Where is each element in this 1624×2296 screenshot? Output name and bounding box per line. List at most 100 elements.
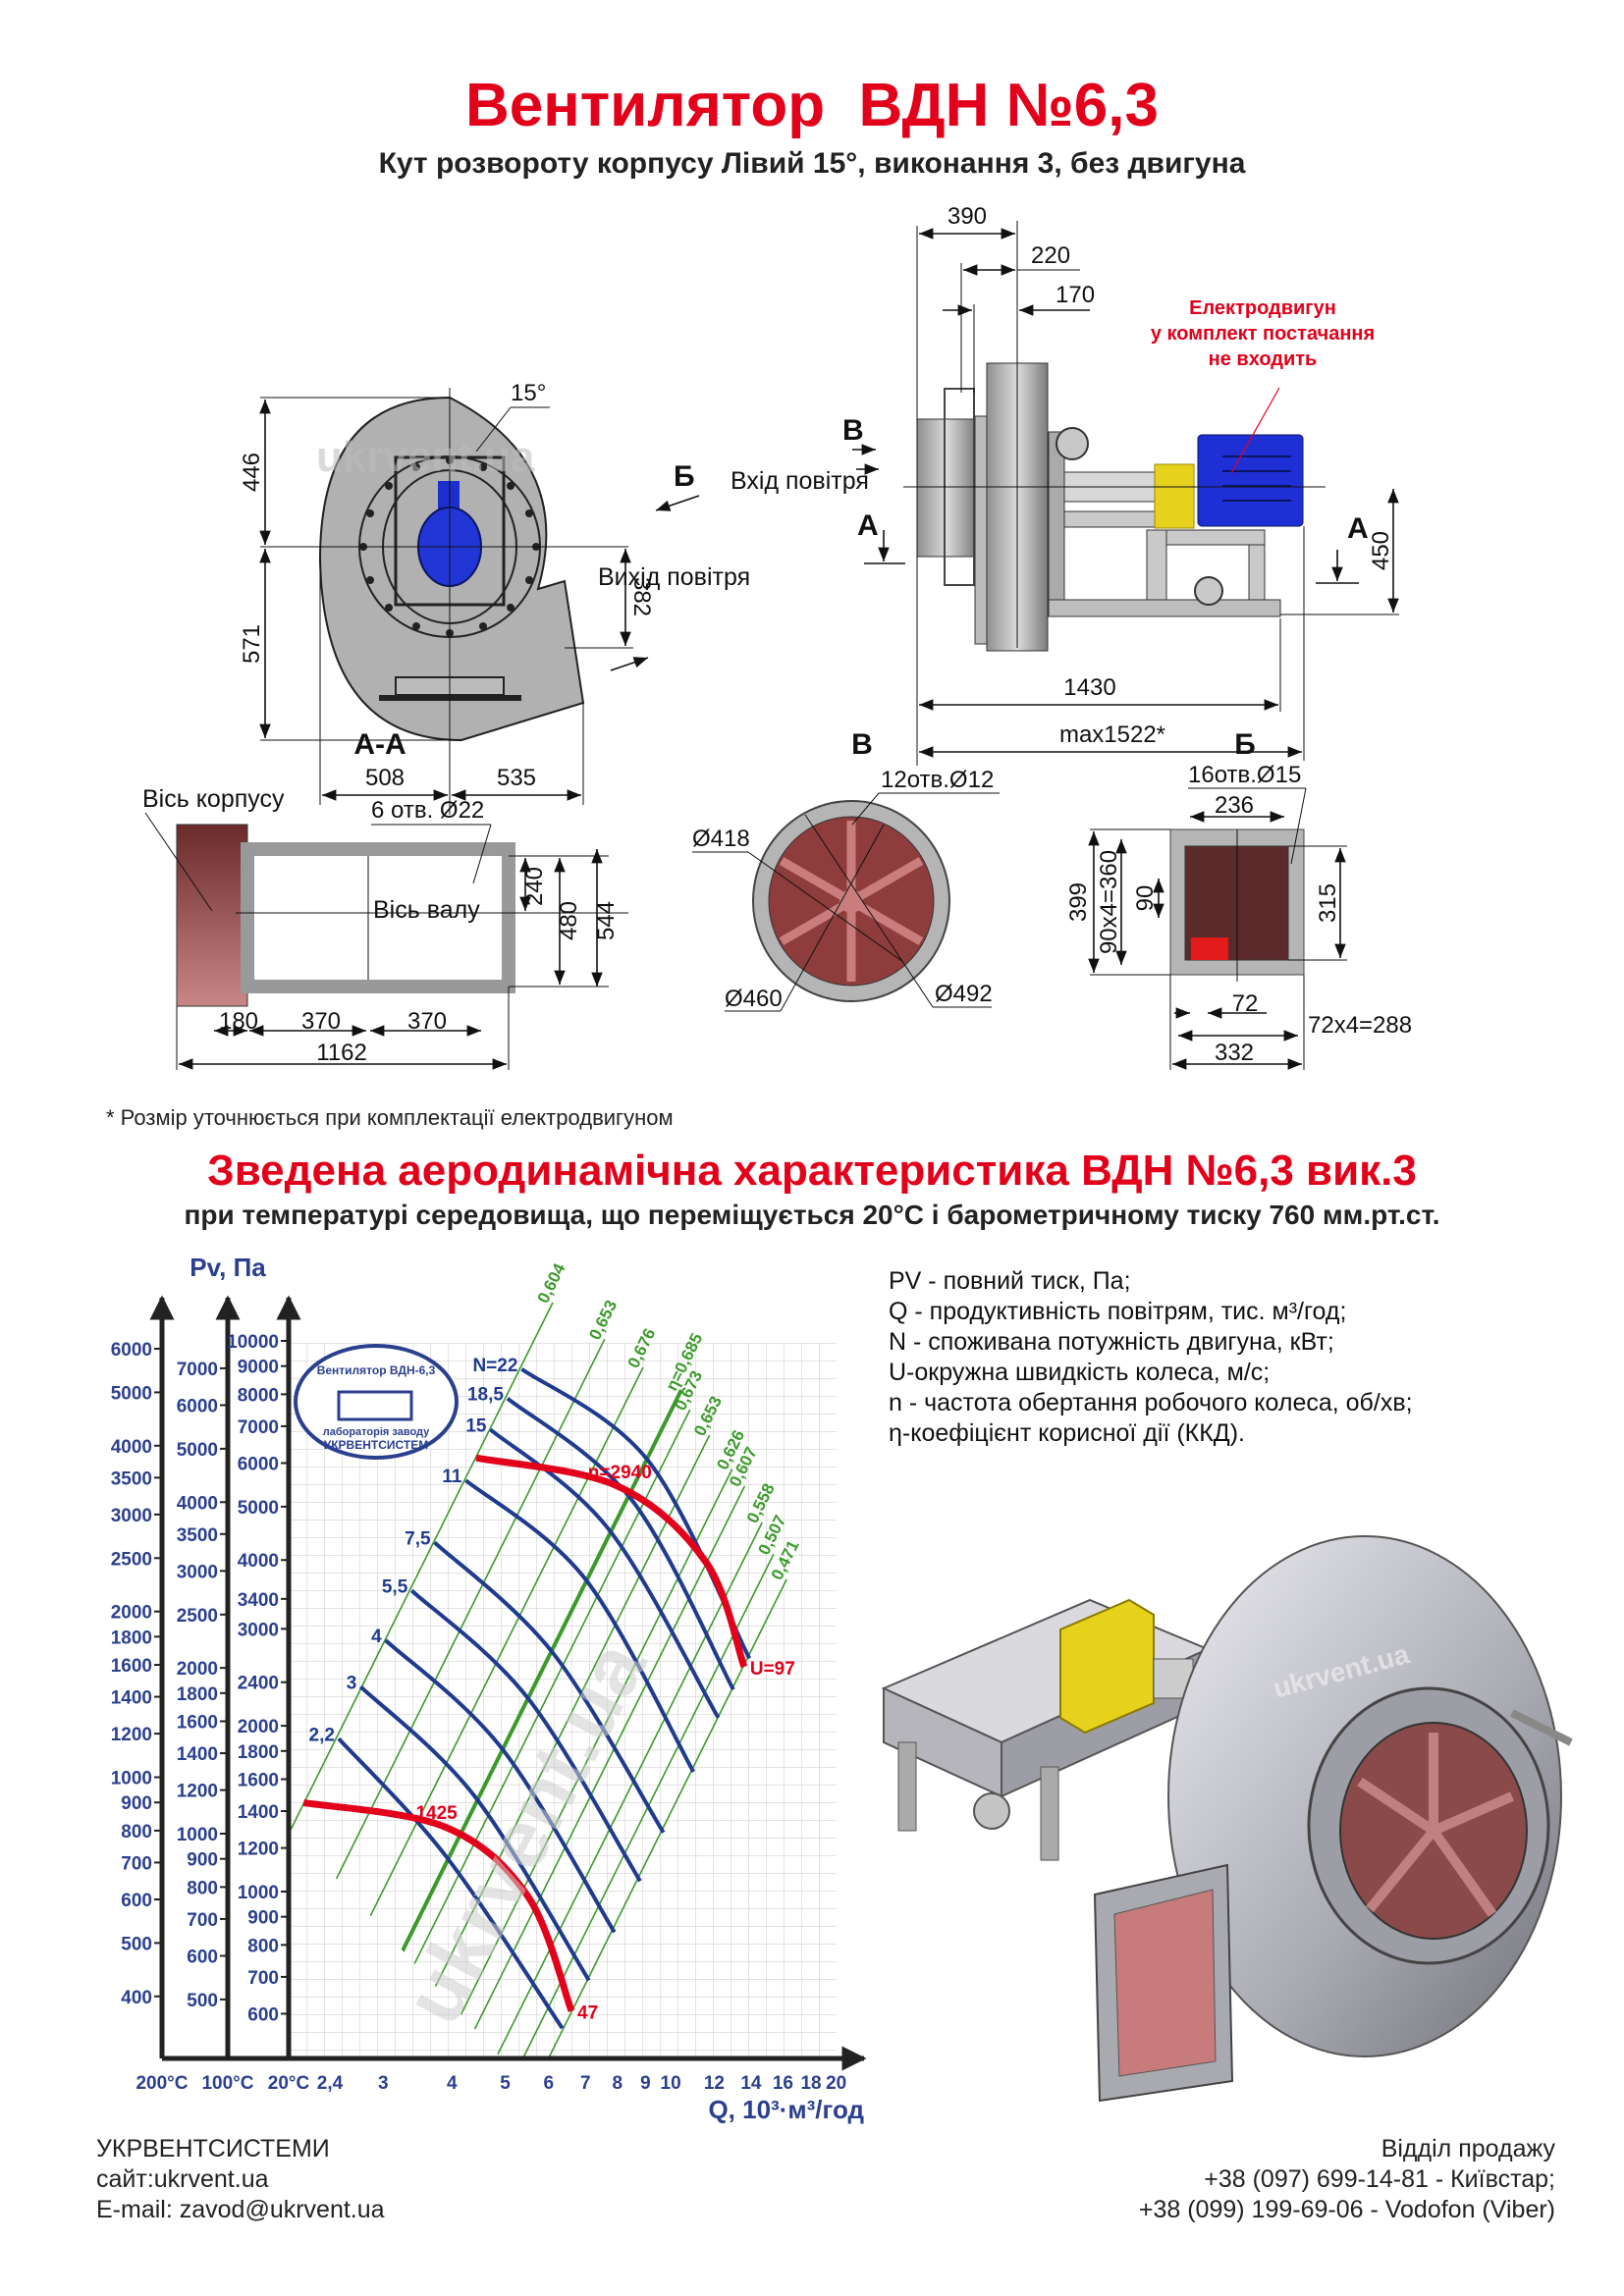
footer-company: УКРВЕНТСИСТЕМИ сайт:ukrvent.ua E-mail: z… xyxy=(96,2134,385,2225)
motor-note-line-1: Електродвигун xyxy=(1189,297,1336,319)
x-tick-label: 3 xyxy=(378,2073,389,2094)
chart-subheading: при температурі середовища, що переміщує… xyxy=(184,1200,1440,1230)
sales-heading: Відділ продажу xyxy=(1380,2135,1555,2163)
legend-item: PV - повний тиск, Па; xyxy=(889,1267,1131,1295)
y-tick-label: 1600 xyxy=(111,1656,152,1677)
y-tick-label: 2000 xyxy=(177,1659,218,1680)
watermark: ukrvent.ua xyxy=(316,433,535,481)
dim-90: 90 xyxy=(1132,885,1159,912)
y-tick-label: 2500 xyxy=(111,1549,152,1570)
dim-508: 508 xyxy=(365,765,405,791)
y-tick-label: 700 xyxy=(247,1968,279,1989)
y-tick-label: 2000 xyxy=(238,1717,279,1737)
phone-vodafone[interactable]: +38 (099) 199-69-06 - Vodofon (Viber) xyxy=(1138,2196,1555,2223)
y-tick-label: 9000 xyxy=(238,1358,279,1378)
y-tick-label: 1200 xyxy=(111,1725,152,1745)
company-name: УКРВЕНТСИСТЕМИ xyxy=(96,2135,330,2163)
temperature-label: 200°C xyxy=(135,2073,188,2094)
dim-1430: 1430 xyxy=(1063,674,1115,701)
inlet-label: Вхід повітря xyxy=(731,467,869,495)
x-tick-label: 20 xyxy=(826,2073,846,2094)
power-curve xyxy=(358,1684,591,1982)
dim-544: 544 xyxy=(593,901,620,940)
outlet-marker xyxy=(1191,937,1228,960)
y-tick-label: 5000 xyxy=(238,1498,279,1519)
power-curve-label: 5,5 xyxy=(382,1576,408,1597)
dim-480: 480 xyxy=(556,901,582,940)
website-link[interactable]: сайт:ukrvent.ua xyxy=(96,2165,269,2193)
y-tick-label: 2500 xyxy=(177,1606,218,1627)
inlet-box xyxy=(176,824,248,1007)
y-tick-label: 500 xyxy=(121,1934,152,1954)
speed-curve xyxy=(302,1799,575,2012)
dim-240: 240 xyxy=(521,867,548,906)
x-tick-label: 18 xyxy=(800,2073,821,2094)
motor-note-line-3: не входить xyxy=(1209,348,1318,370)
y-tick-label: 500 xyxy=(187,1991,218,2011)
page-title: Вентилятор ВДН №6,3 xyxy=(465,72,1159,139)
efficiency-line xyxy=(495,1522,763,2058)
power-curve xyxy=(433,1540,666,1834)
y-tick-label: 800 xyxy=(247,1936,279,1956)
email-link[interactable]: E-mail: zavod@ukrvent.ua xyxy=(96,2196,385,2223)
y-tick-label: 6000 xyxy=(111,1340,152,1361)
inlet-nozzle xyxy=(916,418,977,558)
stamp-top: Вентилятор ВДН-6,3 xyxy=(317,1363,436,1377)
page-subtitle: Кут розвороту корпусу Лівий 15°, виконан… xyxy=(378,147,1246,180)
fan-3d-render: ukrvent.ua xyxy=(881,1535,1573,2103)
y-tick-label: 3000 xyxy=(111,1506,152,1526)
efficiency-line xyxy=(366,1409,691,2058)
holes-v: 12отв.Ø12 xyxy=(881,767,994,793)
y-tick-label: 3000 xyxy=(238,1620,279,1640)
phone-kyivstar[interactable]: +38 (097) 699-14-81 - Київстар; xyxy=(1204,2165,1555,2193)
x-tick-label: 7 xyxy=(580,2073,591,2094)
x-tick-label: 4 xyxy=(447,2073,458,2094)
y-tick-label: 1200 xyxy=(238,1840,279,1860)
angle-label: 15° xyxy=(511,380,546,406)
x-tick-label: 16 xyxy=(773,2073,793,2094)
dim-max1522: max1522* xyxy=(1059,721,1165,748)
dim-90x4: 90x4=360 xyxy=(1096,850,1122,954)
holes-b: 16отв.Ø15 xyxy=(1188,762,1301,788)
support-frame xyxy=(241,842,515,993)
y-tick-label: 3400 xyxy=(238,1590,279,1611)
x-tick-label: 10 xyxy=(661,2073,681,2094)
efficiency-label: 0,653 xyxy=(585,1298,621,1344)
legend-item: n - частота обертання робочого колеса, о… xyxy=(889,1389,1413,1416)
power-curve-label: 15 xyxy=(465,1415,487,1436)
legend-item: η-коефіцієнт корисної дії (ККД). xyxy=(889,1419,1245,1447)
dim-220: 220 xyxy=(1031,242,1070,269)
y-tick-label: 2400 xyxy=(238,1674,279,1694)
y-tick-label: 3000 xyxy=(177,1562,218,1582)
dim-399: 399 xyxy=(1065,882,1092,922)
dim-571: 571 xyxy=(239,624,265,664)
legend-item: N - споживана потужність двигуна, кВт; xyxy=(889,1328,1334,1356)
power-curve-label: 18,5 xyxy=(467,1385,504,1406)
coupling xyxy=(1154,463,1195,529)
size-note: * Розмір уточнюється при комплектації ел… xyxy=(106,1105,674,1130)
base-frame xyxy=(1048,599,1281,617)
view-a-marker: А xyxy=(857,509,879,542)
x-tick-label: 14 xyxy=(740,2073,762,2094)
power-curve-label: 2,2 xyxy=(309,1725,335,1745)
y-tick-label: 900 xyxy=(121,1793,152,1814)
power-curve-label: 3 xyxy=(347,1673,357,1693)
shaft-axis-label: Вісь валу xyxy=(373,896,480,924)
power-curve xyxy=(337,1736,565,2030)
view-b-title: Б xyxy=(1234,728,1256,761)
y-axis-label: Pv, Па xyxy=(189,1253,266,1282)
view-b-marker: Б xyxy=(674,460,695,493)
y-tick-label: 1400 xyxy=(177,1744,218,1765)
chart-stamp: Вентилятор ВДН-6,3 лабораторія заводу УК… xyxy=(294,1344,459,1460)
y-tick-label: 1000 xyxy=(177,1825,218,1845)
dim-370-b: 370 xyxy=(407,1008,447,1035)
y-tick-label: 900 xyxy=(187,1850,218,1871)
x-tick-label: 2,4 xyxy=(317,2073,344,2094)
dim-332: 332 xyxy=(1215,1040,1254,1066)
x-tick-label: 8 xyxy=(613,2073,623,2094)
dim-315: 315 xyxy=(1315,883,1341,923)
dim-170: 170 xyxy=(1056,282,1095,308)
